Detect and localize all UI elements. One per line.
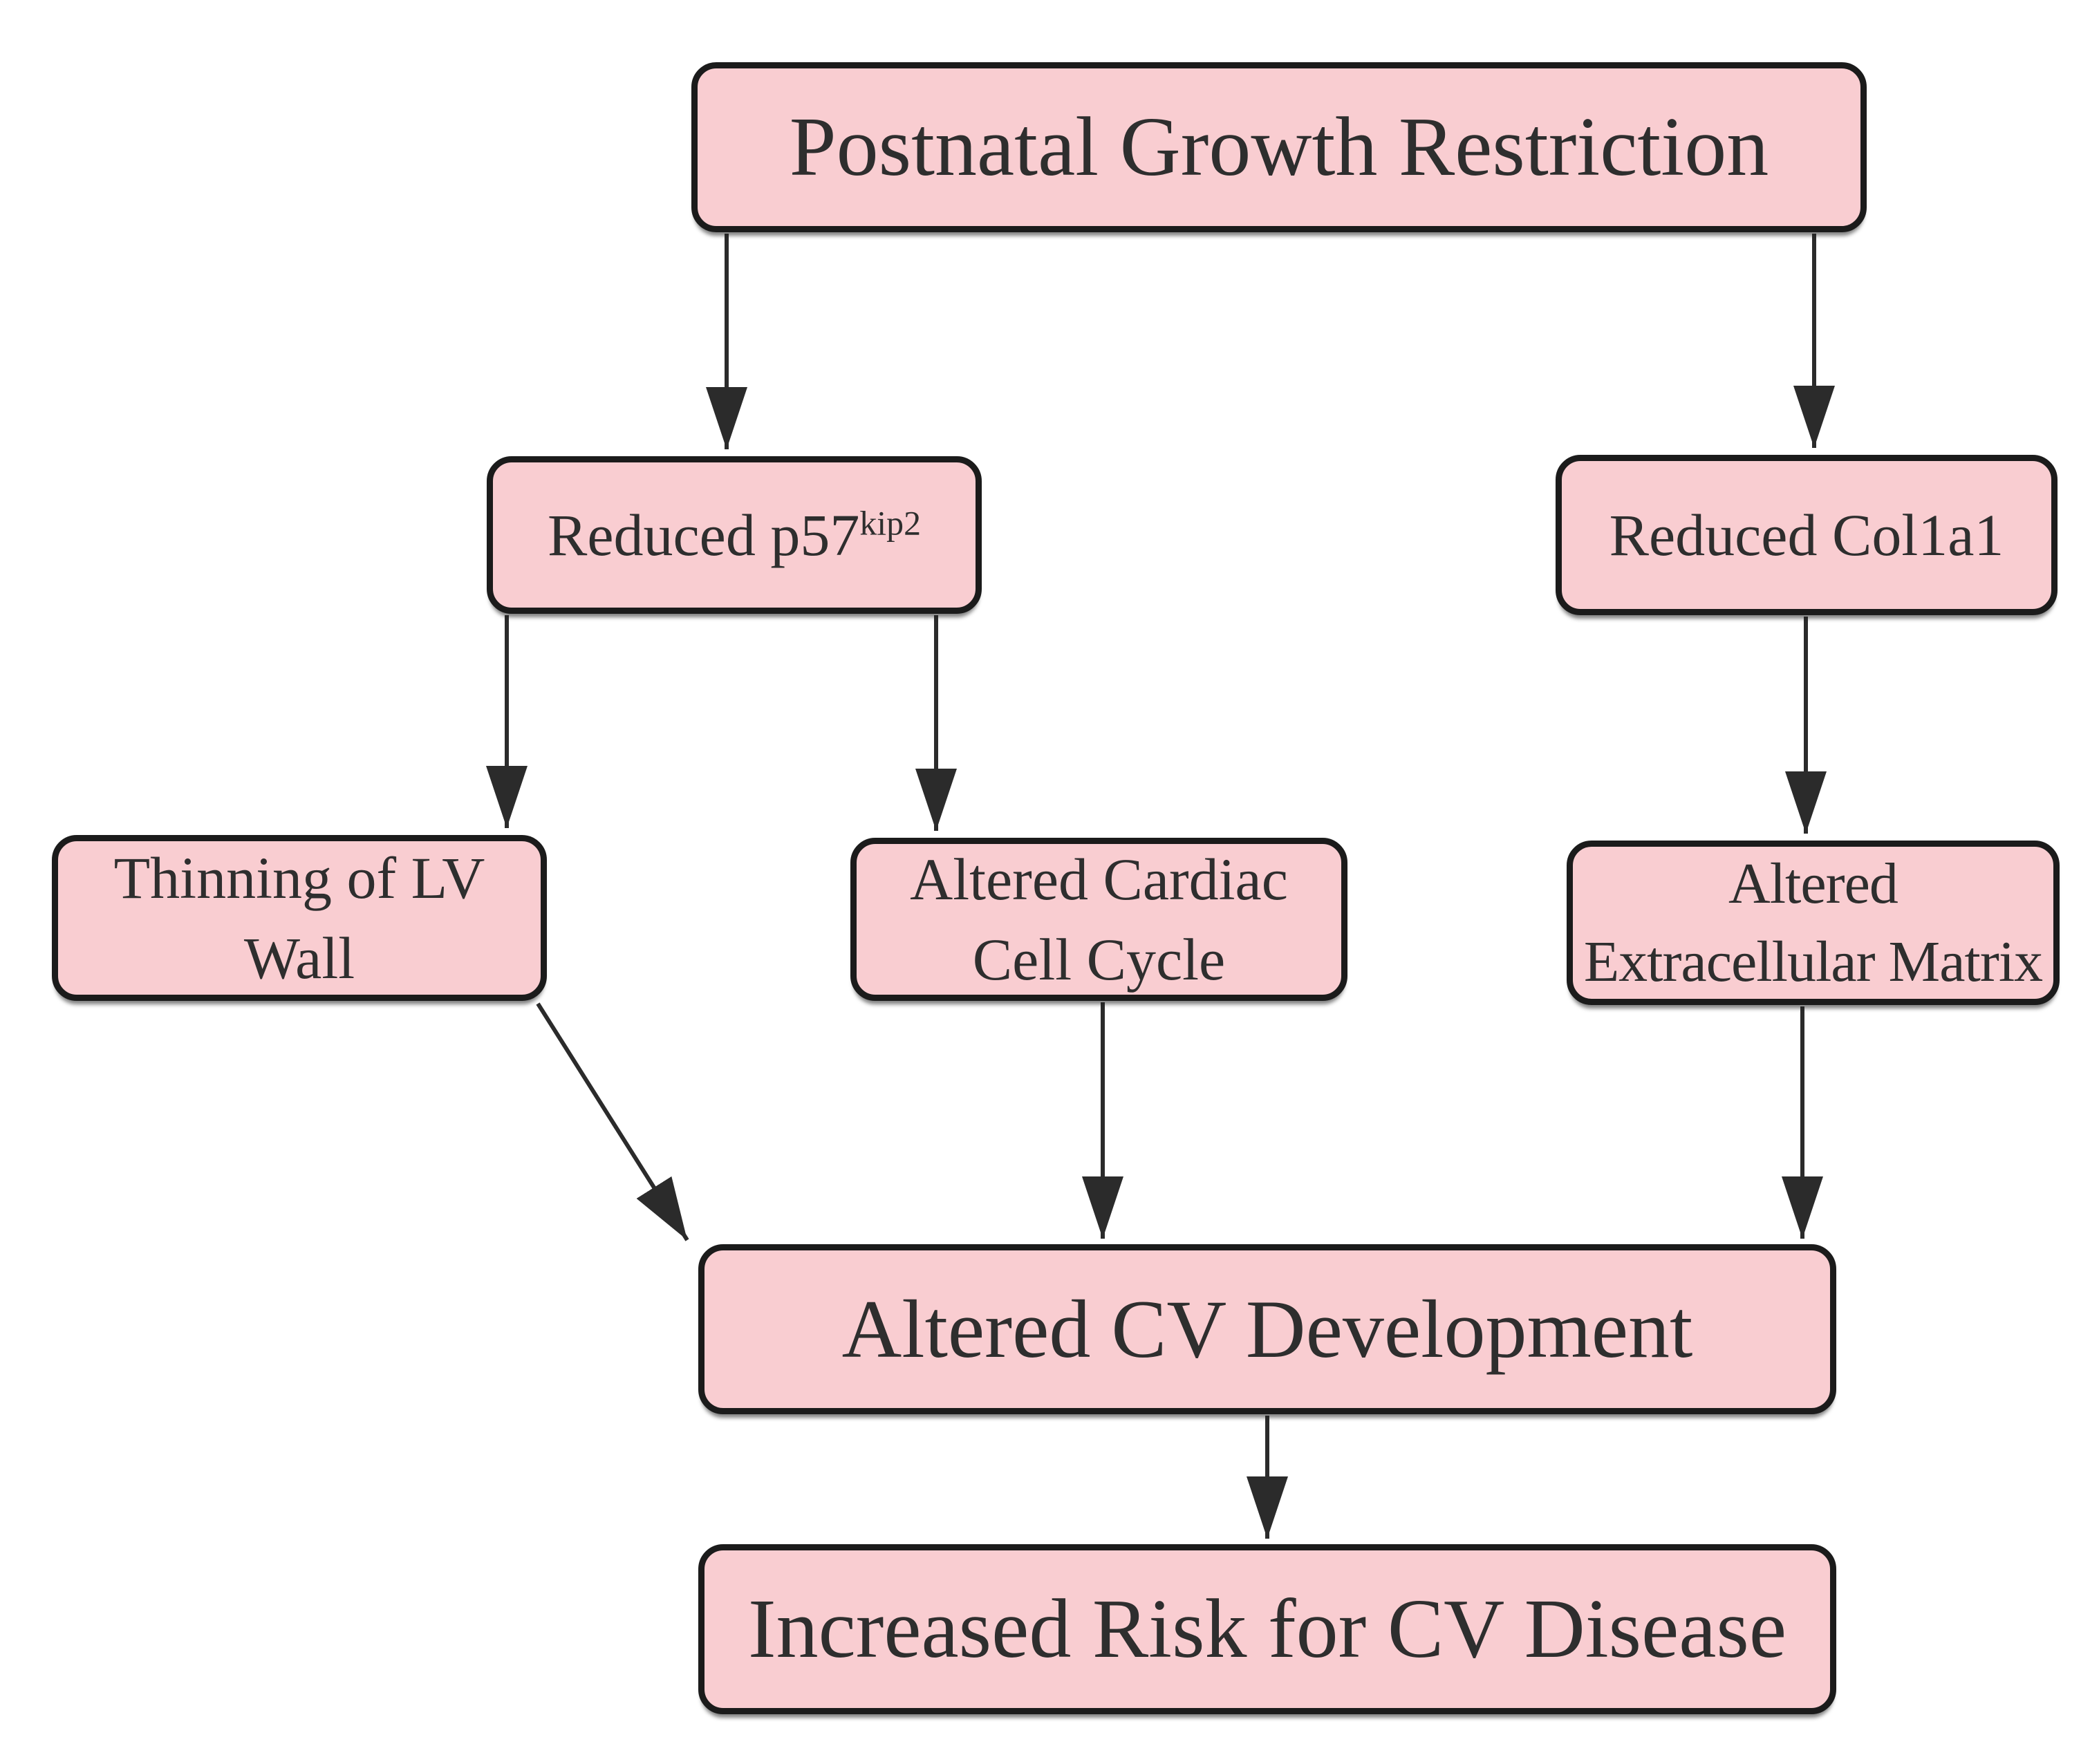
node-thinning-of-lv-wall: Thinning of LV Wall	[52, 835, 547, 1001]
node-reduced-col1a1: Reduced Col1a1	[1556, 455, 2058, 615]
node-altered-cardiac-cell-cycle: Altered Cardiac Cell Cycle	[850, 838, 1347, 1001]
node-increased-risk-for-cv-disease: Increased Risk for CV Disease	[698, 1544, 1836, 1714]
node-label: Reduced Col1a1	[1609, 501, 2004, 568]
node-label-main: Reduced p57	[547, 501, 860, 568]
node-label: Increased Risk for CV Disease	[747, 1582, 1786, 1676]
node-altered-extracellular-matrix: Altered Extracellular Matrix	[1567, 841, 2060, 1005]
node-label-superscript: kip2	[859, 504, 922, 543]
node-label: Reduced p57kip2	[543, 495, 925, 575]
node-label: Altered Extracellular Matrix	[1583, 851, 2043, 994]
node-label: Postnatal Growth Restriction	[789, 100, 1769, 194]
node-reduced-p57: Reduced p57kip2	[487, 456, 982, 614]
node-label: Altered CV Development	[841, 1283, 1693, 1375]
node-altered-cv-development: Altered CV Development	[698, 1244, 1836, 1414]
node-label: Altered Cardiac Cell Cycle	[910, 845, 1288, 993]
node-label: Thinning of LV Wall	[113, 844, 485, 991]
arrow-thinning-of-lv-wall-to-altered-cv-development	[536, 1002, 689, 1241]
node-postnatal-growth-restriction: Postnatal Growth Restriction	[691, 62, 1867, 232]
